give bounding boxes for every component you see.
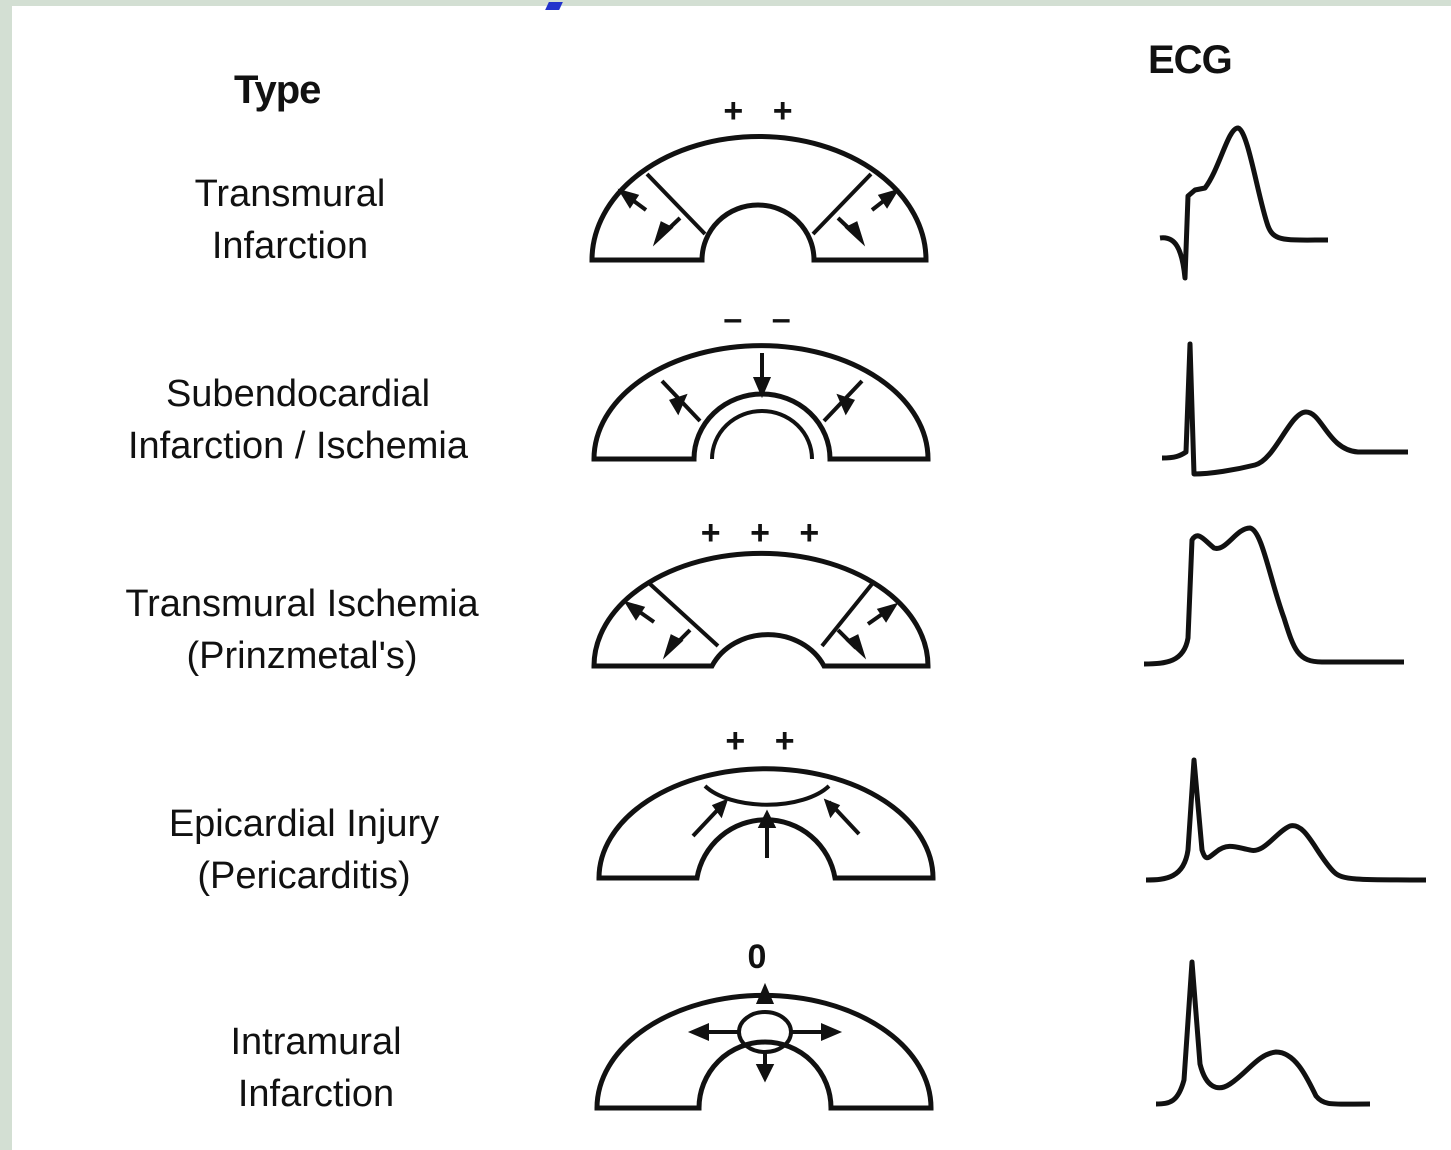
row-2-line2: Infarction / Ischemia xyxy=(68,420,528,472)
type-column-header: Type xyxy=(234,68,320,113)
st-depression-waveform-icon xyxy=(1150,340,1420,490)
row-5-line1: Intramural xyxy=(86,1016,546,1068)
row-4-line1: Epicardial Injury xyxy=(74,798,534,850)
row-1-line2: Infarction xyxy=(60,220,520,272)
row-1-line1: Transmural xyxy=(60,168,520,220)
ecg-column-header: ECG xyxy=(1148,38,1232,83)
transmural-ischemia-diagram-icon xyxy=(592,550,932,675)
row-3-line2: (Prinzmetal's) xyxy=(72,630,532,682)
row-1-type-label: Transmural Infarction xyxy=(60,168,520,272)
row-5-type-label: Intramural Infarction xyxy=(86,1016,546,1120)
st-elevation-waveform-icon xyxy=(1150,118,1340,298)
subendocardial-diagram-icon xyxy=(592,339,932,469)
row-2-type-label: Subendocardial Infarction / Ischemia xyxy=(68,368,528,472)
row-4-polarity-sign: + + xyxy=(665,722,865,761)
row-1-polarity-sign: + + xyxy=(663,92,863,131)
row-2-polarity-sign: – – xyxy=(662,300,862,339)
top-edge-mark xyxy=(545,2,563,10)
row-4-type-label: Epicardial Injury (Pericarditis) xyxy=(74,798,534,902)
normal-st-waveform-icon xyxy=(1148,954,1378,1114)
row-3-type-label: Transmural Ischemia (Prinzmetal's) xyxy=(72,578,532,682)
row-3-polarity-sign: + + + xyxy=(665,514,865,553)
row-5-polarity-sign: 0 xyxy=(662,938,862,977)
transmural-infarction-diagram-icon xyxy=(590,130,930,270)
pericarditis-waveform-icon xyxy=(1136,750,1436,890)
row-5-line2: Infarction xyxy=(86,1068,546,1120)
row-3-line1: Transmural Ischemia xyxy=(72,578,532,630)
intramural-infarction-diagram-icon xyxy=(595,984,935,1114)
row-4-line2: (Pericarditis) xyxy=(74,850,534,902)
tombstone-st-elevation-waveform-icon xyxy=(1136,520,1416,680)
diagram-canvas: Type ECG Transmural Infarction + + Suben… xyxy=(12,6,1451,1150)
row-2-line1: Subendocardial xyxy=(68,368,528,420)
epicardial-injury-diagram-icon xyxy=(597,766,937,886)
